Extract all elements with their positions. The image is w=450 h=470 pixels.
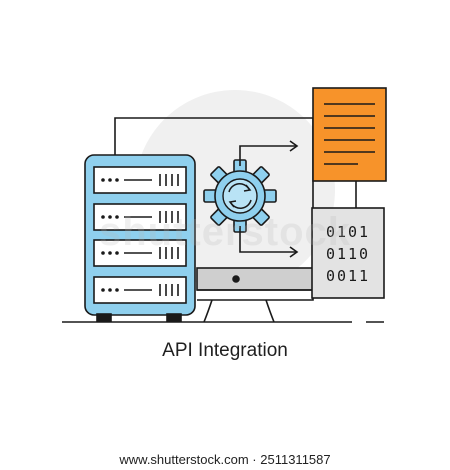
server-unit	[93, 203, 187, 231]
server-unit	[93, 166, 187, 194]
binary-code-icon: 0101 0110 0011	[311, 207, 385, 299]
binary-row: 0101	[326, 223, 370, 241]
illustration-caption: API Integration	[162, 340, 288, 361]
footer-text: www.shutterstock.com · 2511311587	[119, 452, 331, 467]
footer-bar	[0, 444, 450, 470]
arrow-down-right	[239, 226, 296, 253]
server-rack-icon	[84, 154, 196, 322]
binary-row: 0110	[326, 245, 370, 263]
document-icon	[312, 87, 387, 208]
server-unit	[93, 239, 187, 267]
arrow-up-right	[239, 145, 296, 166]
server-unit	[93, 276, 187, 304]
flow-arrows	[239, 140, 299, 258]
gear-sync-icon	[203, 159, 277, 233]
binary-row: 0011	[326, 267, 370, 285]
